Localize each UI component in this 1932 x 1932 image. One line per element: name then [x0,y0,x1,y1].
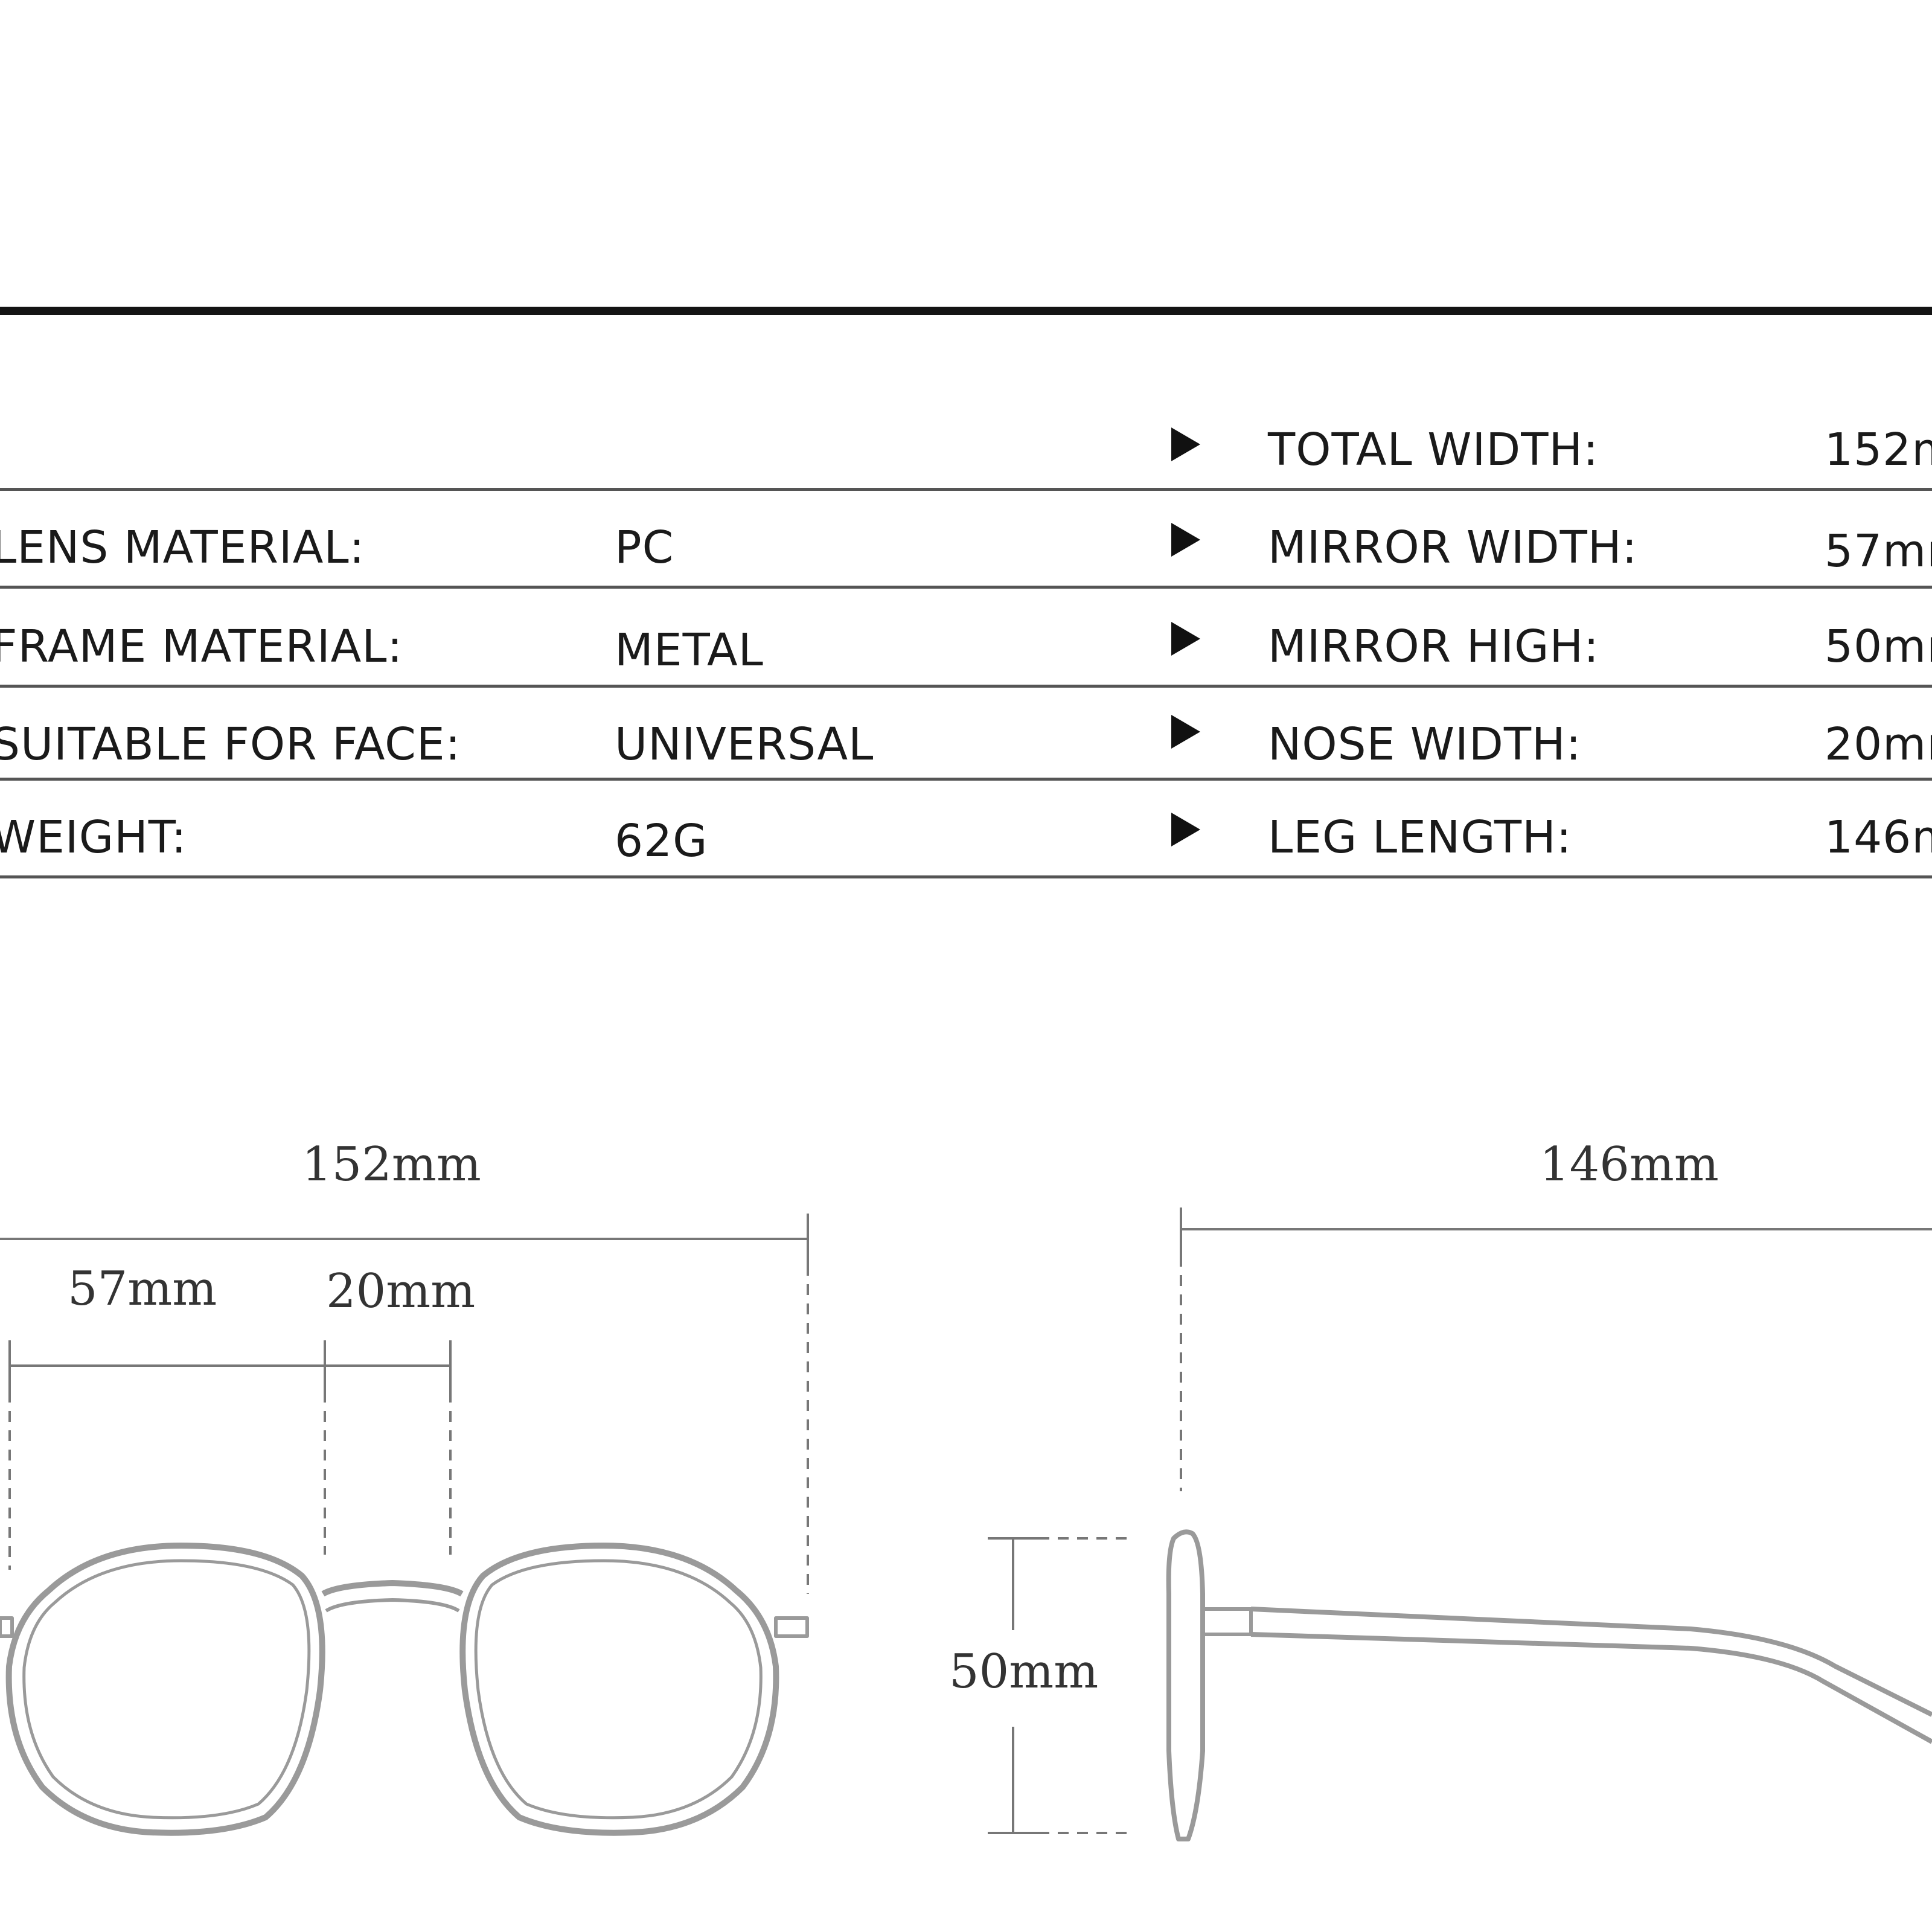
spec-value-right: 50mr [1825,621,1932,673]
nose-bridge-inner [325,1598,460,1613]
left-lens-inner [22,1559,311,1820]
right-lens [459,1543,779,1836]
spec-value-right: 57mr [1825,525,1932,577]
spec-label-left: FRAME MATERIAL: [0,621,403,673]
spec-label-left: SUITABLE FOR FACE: [0,718,461,770]
temple-arm-bottom [1250,1632,1932,1744]
spec-value-right: 152m [1825,424,1932,476]
bullet-arrow-icon [1171,813,1200,846]
bullet-arrow-icon [1171,523,1200,557]
top-divider [0,307,1932,315]
row-divider [0,778,1932,781]
side-lens-rim [1166,1529,1205,1841]
row-divider [0,586,1932,589]
total-width-label: 152mm [302,1137,481,1192]
spec-label-right: MIRROR HIGH: [1268,621,1600,673]
row-divider [0,488,1932,491]
hinge-left [0,1616,14,1638]
spec-value-right: 146m [1825,811,1932,863]
spec-label-left: LENS MATERIAL: [0,522,365,574]
bullet-arrow-icon [1171,427,1200,461]
glasses-side-view [1166,1529,1932,1841]
spec-label-left: WEIGHT: [0,811,187,863]
spec-label-right: MIRROR WIDTH: [1268,522,1638,574]
glasses-front-view [0,1543,809,1836]
spec-value-left: PC [615,522,674,574]
leg-length-label: 146mm [1540,1137,1719,1192]
bullet-arrow-icon [1171,622,1200,656]
temple-arm-top [1250,1607,1932,1717]
hinge-right [774,1616,809,1638]
lens-width-label: 57mm [68,1262,217,1316]
side-hinge [1201,1607,1253,1636]
bridge-width-label: 20mm [326,1264,476,1319]
right-lens-inner [474,1559,763,1820]
nose-bridge [321,1580,464,1597]
spec-value-left: METAL [615,624,764,676]
spec-label-right: LEG LENGTH: [1268,811,1572,863]
left-lens [5,1543,325,1836]
spec-value-left: UNIVERSAL [615,718,874,770]
row-divider [0,685,1932,688]
spec-label-right: TOTAL WIDTH: [1268,424,1599,476]
spec-label-right: NOSE WIDTH: [1268,718,1582,770]
spec-value-left: 62G [615,815,708,867]
lens-height-label: 50mm [949,1645,1099,1699]
row-divider [0,875,1932,878]
spec-value-right: 20mr [1825,718,1932,770]
bullet-arrow-icon [1171,715,1200,749]
